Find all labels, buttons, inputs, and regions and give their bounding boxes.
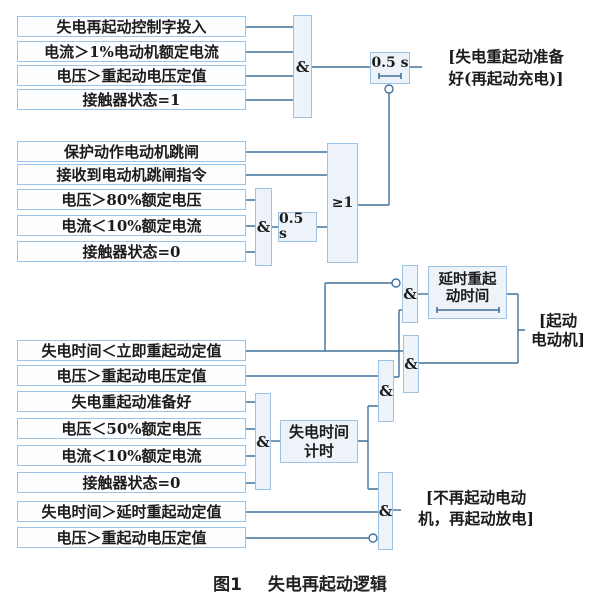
inverted-input-circle [384,84,394,94]
and-gate-voltage-recovered: & [378,360,394,422]
wire [358,93,390,206]
inverted-input-circle [391,278,401,288]
output-label-restart-ready: [失电重起动准备 好(再起动充电)] [420,46,592,90]
figure-title: 失电再起动逻辑 [267,575,387,595]
and-gate-ready-conditions: & [255,393,271,490]
input-box: 电压＞重起动电压定值 [17,365,246,386]
timer-0p5s-trip: 0.5 s [278,210,317,242]
input-box: 接触器状态=0 [17,472,246,493]
input-box: 接收到电动机跳闸指令 [17,164,246,185]
input-box: 电流＜10%额定电流 [17,445,246,466]
timer-delay-restart: 延时重起 动时间 [428,266,507,319]
and-gate-trip-detect: & [255,188,272,266]
output-label-start-motor: [起动 电动机] [520,311,596,349]
timer-label-line: 动时间 [445,288,490,305]
input-box: 失电时间＞延时重起动定值 [17,501,246,522]
or-gate-trip: ≥1 [327,143,358,263]
and-gate-immediate-restart: & [403,335,419,393]
figure-number: 图1 [213,575,242,595]
wire [246,26,293,101]
input-box: 接触器状态=0 [17,241,246,262]
inverted-input-circle [368,533,378,543]
timer-value: 0.5 s [371,55,409,71]
input-box: 电流＞1%电动机额定电流 [17,41,246,62]
label-line: [失电重起动准备 [448,47,564,66]
input-box: 失电重起动准备好 [17,391,246,412]
wire [394,309,402,378]
figure-caption: 图1 失电再起动逻辑 [0,570,600,595]
timer-0p5s-charge: 0.5 s [370,52,410,84]
label-line: 机，再起动放电] [418,509,534,528]
and-gate-no-restart: & [378,472,393,550]
wire [324,282,392,351]
label-line: [不再起动电动 [425,488,527,507]
input-box: 电压＞80%额定电压 [17,189,246,210]
timer-duration-icon [435,307,500,313]
timer-value: 0.5 s [279,210,304,242]
counter-label-line: 失电时间 [288,422,349,441]
label-line: 好(再起动充电)] [448,69,564,88]
counter-loss-time: 失电时间 计时 [280,420,358,463]
and-gate-delayed-restart: & [402,265,418,323]
input-box: 失电时间＜立即重起动定值 [17,340,246,361]
timer-duration-icon [378,73,402,79]
counter-label-line: 计时 [303,441,334,460]
input-box: 失电再起动控制字投入 [17,16,246,37]
label-line: 电动机] [531,330,585,349]
wire [358,405,380,490]
input-box: 电压＞重起动电压定值 [17,65,246,86]
timer-label-line: 延时重起 [438,271,497,288]
and-gate-charge: & [293,15,312,118]
input-box: 保护动作电动机跳闸 [17,141,246,162]
label-line: [起动 [538,311,578,330]
input-box: 电压＞重起动电压定值 [17,527,246,548]
output-label-no-restart: [不再起动电动 机，再起动放电] [400,487,552,529]
input-box: 电流＜10%额定电流 [17,215,246,236]
input-box: 接触器状态=1 [17,89,246,110]
input-box: 电压＜50%额定电压 [17,418,246,439]
